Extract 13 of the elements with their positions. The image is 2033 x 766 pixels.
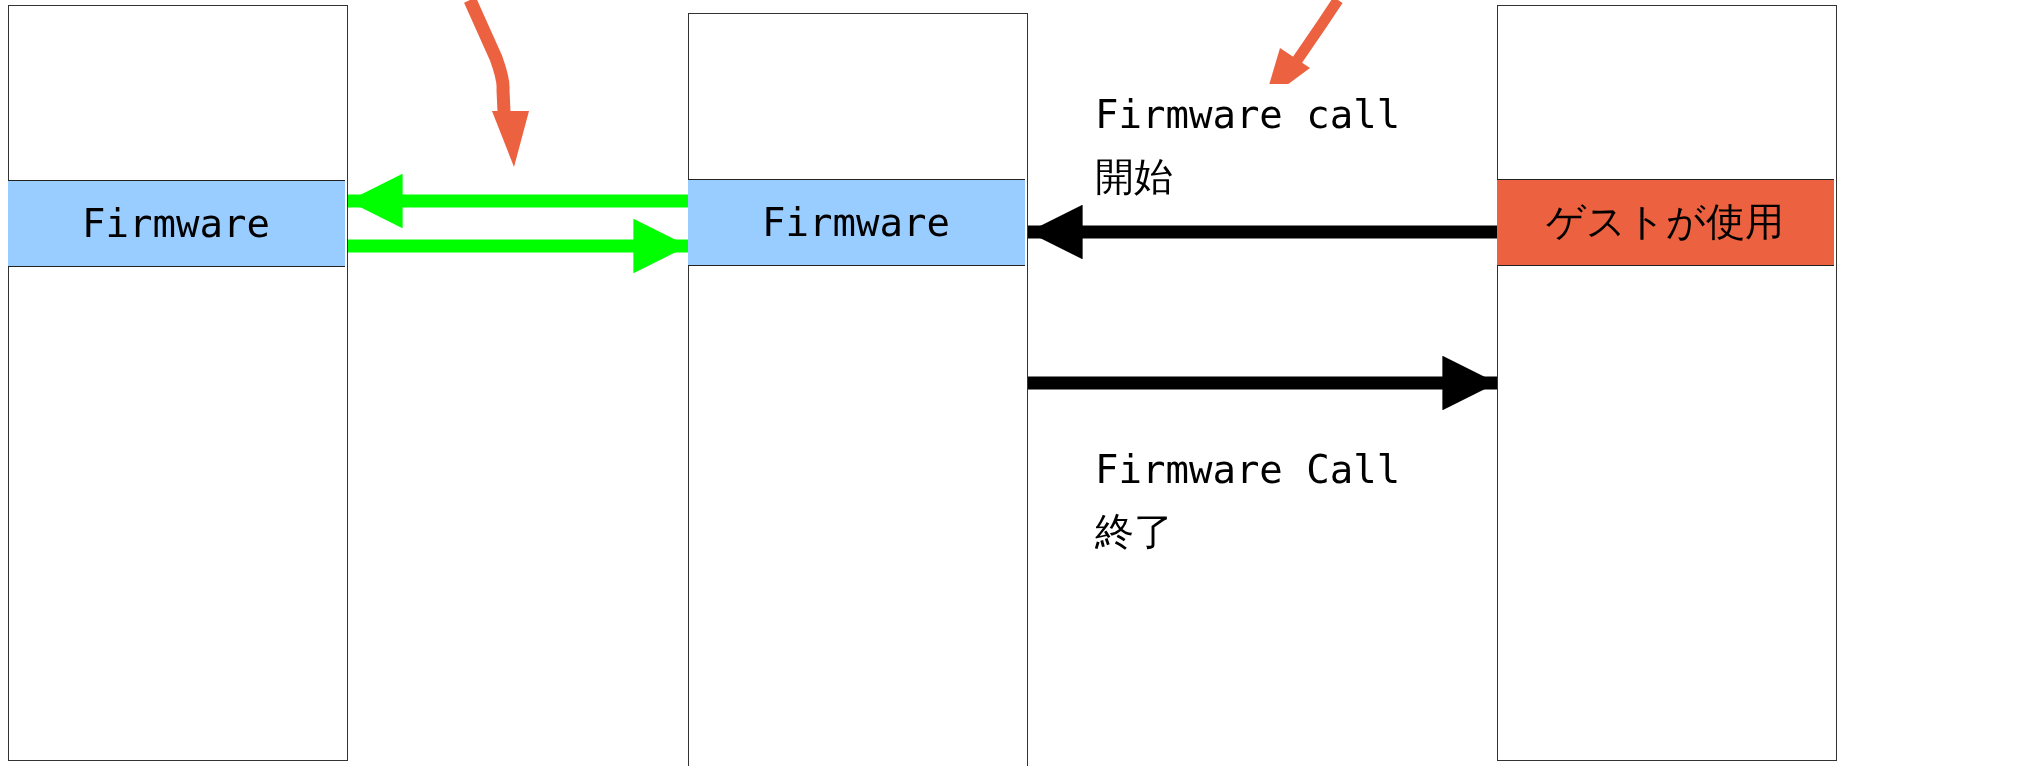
arrow (1028, 204, 1497, 260)
memory-region (1496, 178, 1834, 266)
arrow (348, 218, 688, 274)
column-box (688, 13, 1028, 766)
region-label: Firmware (82, 200, 270, 246)
arrow (1028, 355, 1497, 411)
region-label: Firmware (762, 199, 950, 245)
arrow (348, 173, 688, 229)
column-box (8, 5, 348, 761)
column-box (1497, 5, 1837, 761)
region-label: ゲストが使用 (1546, 198, 1784, 246)
memory-region (7, 179, 345, 267)
memory-region (687, 178, 1025, 266)
